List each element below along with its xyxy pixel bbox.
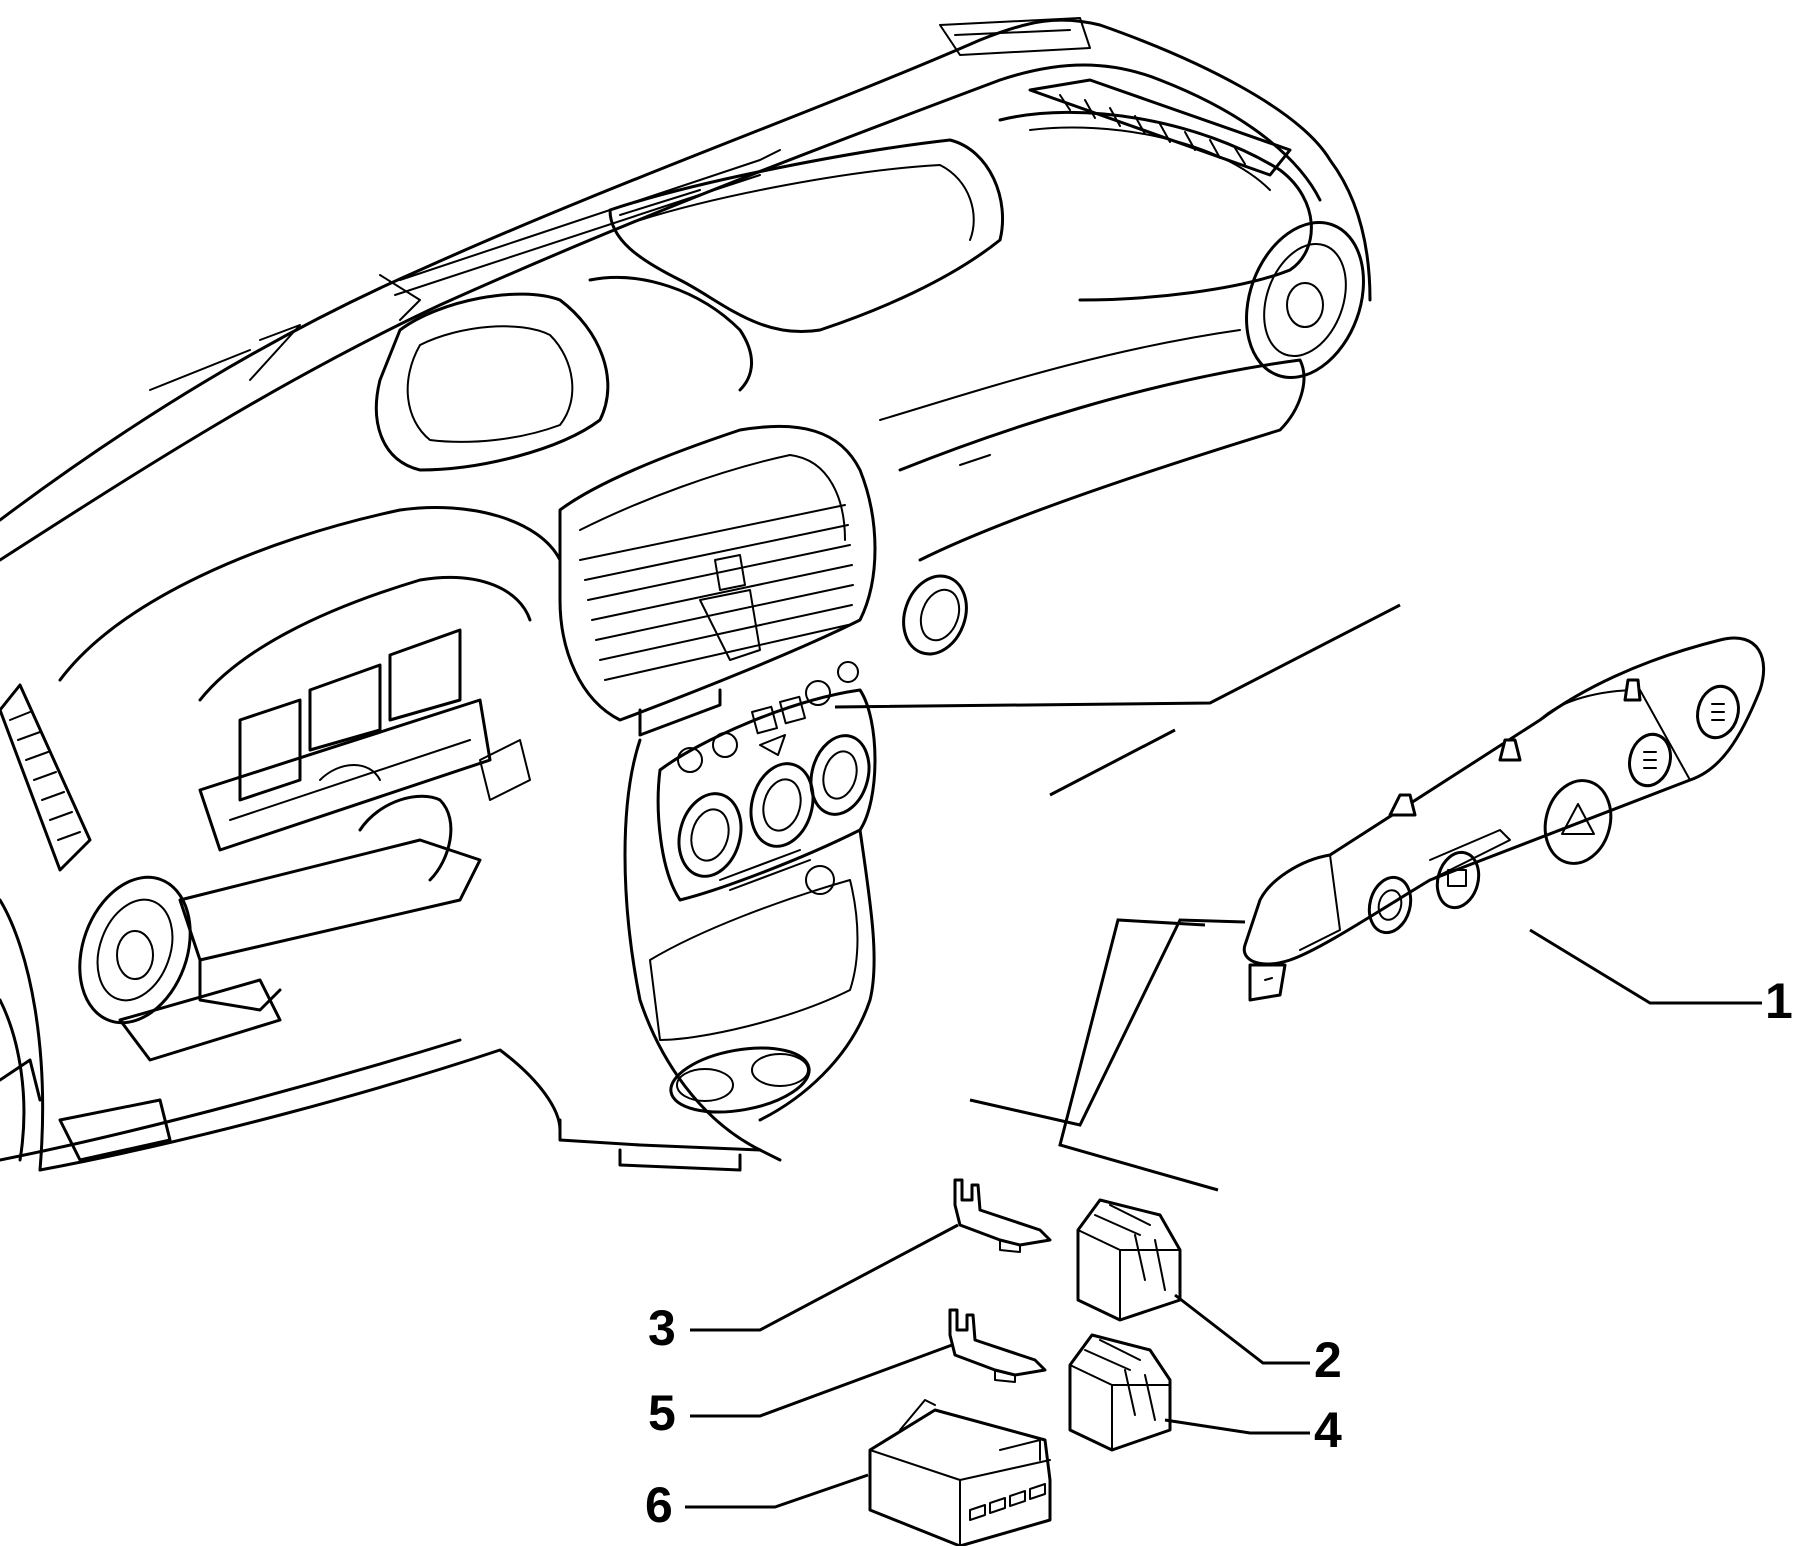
callout-2: 2 <box>1314 1332 1342 1388</box>
switch-panel-part-1 <box>1244 638 1763 1000</box>
top-vent-grille <box>1030 80 1290 175</box>
dashboard-assembly <box>0 18 1384 1170</box>
callout-4: 4 <box>1314 1402 1342 1458</box>
rear-fog-light-icon <box>1692 682 1744 743</box>
climate-control-panel <box>658 690 877 900</box>
connector-part-2 <box>1078 1200 1180 1320</box>
left-round-vent <box>60 862 209 1039</box>
center-vent <box>560 426 875 735</box>
center-console <box>560 740 874 1170</box>
left-vent-grille <box>0 685 90 870</box>
callout-leaders <box>685 930 1762 1507</box>
hazard-warning-icon <box>1536 773 1620 871</box>
callout-5: 5 <box>648 1385 676 1441</box>
left-lower-structure <box>60 507 560 1160</box>
terminal-part-5 <box>950 1310 1045 1382</box>
module-part-6 <box>870 1400 1050 1546</box>
callout-1: 1 <box>1765 973 1793 1029</box>
callout-3: 3 <box>648 1300 676 1356</box>
callout-numbers: 1 2 3 4 5 6 <box>645 973 1793 1533</box>
center-switch-row <box>752 662 858 733</box>
heated-rear-window-icon <box>1431 848 1484 912</box>
trip-reset-icon <box>1363 873 1416 937</box>
right-round-vent <box>1226 206 1384 394</box>
front-fog-light-icon <box>1624 730 1676 791</box>
connector-part-4 <box>1070 1335 1170 1450</box>
assembly-lines <box>835 605 1400 1190</box>
callout-6: 6 <box>645 1477 673 1533</box>
terminal-part-3 <box>955 1180 1050 1252</box>
